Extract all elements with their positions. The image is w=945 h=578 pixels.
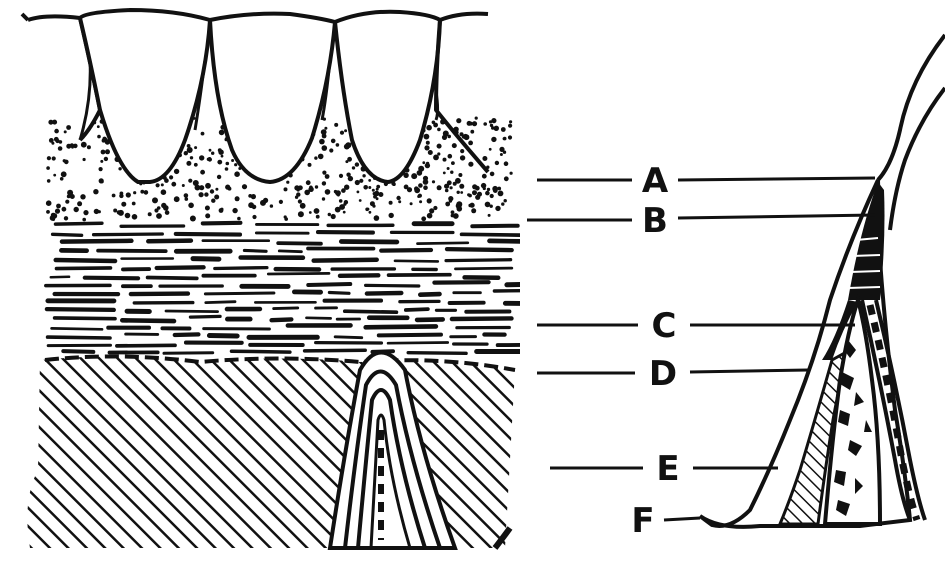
fibrous-band: [46, 223, 552, 353]
label-f: F: [631, 501, 654, 541]
profile-view: [700, 35, 945, 527]
label-c: C: [652, 306, 677, 346]
label-d: D: [649, 354, 677, 394]
section-view: [22, 10, 552, 548]
label-b: B: [642, 201, 668, 241]
label-e: E: [656, 449, 679, 489]
label-a: A: [642, 161, 669, 201]
